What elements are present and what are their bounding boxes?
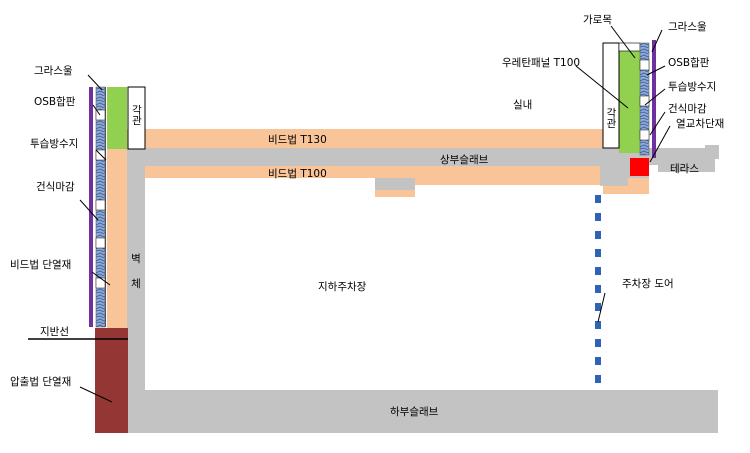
terrace-step (705, 145, 719, 159)
right-square-pipe-label: 각관 (605, 108, 617, 129)
wall-label-char1: 벽 (131, 253, 141, 265)
left-bead-insulation-label: 비드법 단열재 (10, 259, 71, 271)
right-square-pipe (602, 42, 620, 149)
parking-door-label: 주차장 도어 (622, 278, 674, 290)
left-bead-insulation (107, 148, 127, 328)
extruded-insulation (95, 328, 128, 433)
left-osb-label: OSB합판 (34, 96, 76, 108)
concrete-structure (127, 148, 718, 433)
left-square-pipe (127, 86, 146, 150)
right-dry-finish-label: 건식마감 (668, 103, 707, 115)
left-dry-finish (89, 87, 93, 327)
right-lumber-label: 가로목 (583, 14, 612, 26)
left-square-pipe-label: 각관 (131, 105, 143, 126)
bead-t130-layer (127, 129, 603, 148)
bead-t100-label: 비드법 T100 (268, 168, 327, 180)
urethane-panel-label: 우레탄패널 T100 (502, 57, 580, 69)
left-membrane-label: 투습방수지 (30, 138, 78, 150)
upper-slab-label: 상부슬래브 (440, 154, 489, 166)
left-glass-wool (107, 87, 127, 149)
wall-label-char2: 체 (131, 278, 141, 290)
indoor-label: 실내 (513, 99, 532, 111)
left-dry-finish-label: 건식마감 (36, 181, 75, 193)
right-glass-wool (619, 43, 640, 153)
right-wall-studs (639, 59, 650, 141)
right-membrane-label: 투습방수지 (668, 81, 716, 93)
thermal-break-label: 열교차단재 (676, 118, 724, 130)
slab-mid-fill (145, 150, 603, 166)
parking-label: 지하주차장 (318, 280, 367, 293)
thermal-break (630, 158, 649, 176)
left-glass-wool-label: 그라스울 (34, 65, 73, 77)
extruded-insulation-label: 압출법 단열재 (10, 375, 71, 388)
lower-slab-label: 하부슬래브 (390, 405, 439, 418)
right-glass-wool-label: 그라스울 (668, 21, 707, 33)
terrace-label: 테라스 (670, 163, 699, 175)
right-lumber (618, 42, 641, 52)
bead-t130-label: 비드법 T130 (268, 134, 327, 146)
bead-t100-fill (145, 166, 600, 178)
leader-lines (79, 25, 671, 403)
right-dry-finish (652, 40, 656, 158)
right-osb-label: OSB합판 (668, 57, 710, 69)
ground-line-label: 지반선 (40, 326, 69, 338)
